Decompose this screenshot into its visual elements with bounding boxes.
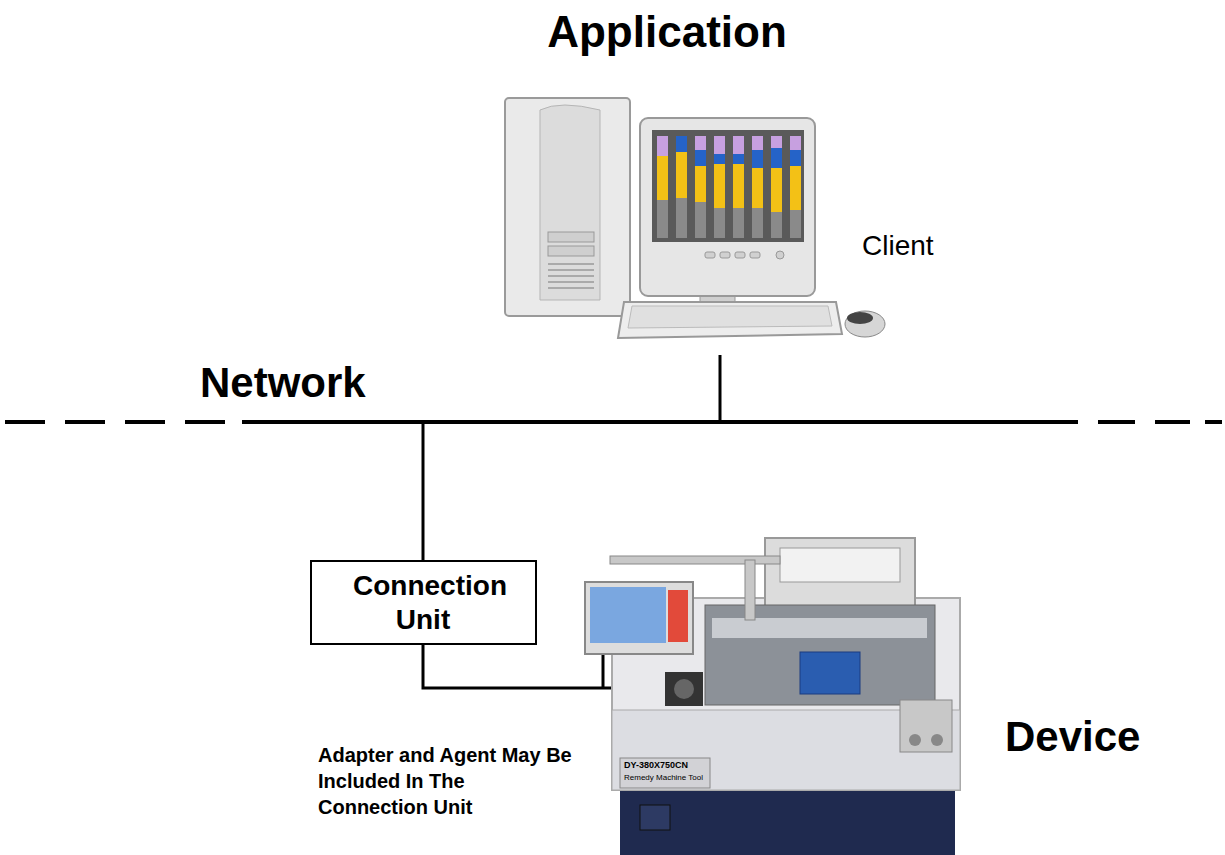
network-label: Network	[200, 358, 366, 408]
cnc-machine	[585, 538, 960, 855]
device-label: Device	[1005, 712, 1140, 762]
computer-tower	[505, 98, 630, 316]
connection-unit-box: Connection Unit	[310, 560, 537, 645]
client-label: Client	[862, 229, 934, 263]
section-heading: Application	[547, 6, 787, 59]
machine-brand: Remedy Machine Tool	[624, 773, 703, 783]
network-line	[5, 420, 1222, 424]
monitor	[640, 118, 815, 304]
box-label: Connection Unit	[353, 569, 493, 636]
keyboard	[618, 302, 842, 338]
machine-model: DY-380X750CN	[624, 760, 688, 771]
mouse	[845, 311, 885, 337]
note-text: Adapter and Agent May Be Included In The…	[318, 742, 580, 820]
